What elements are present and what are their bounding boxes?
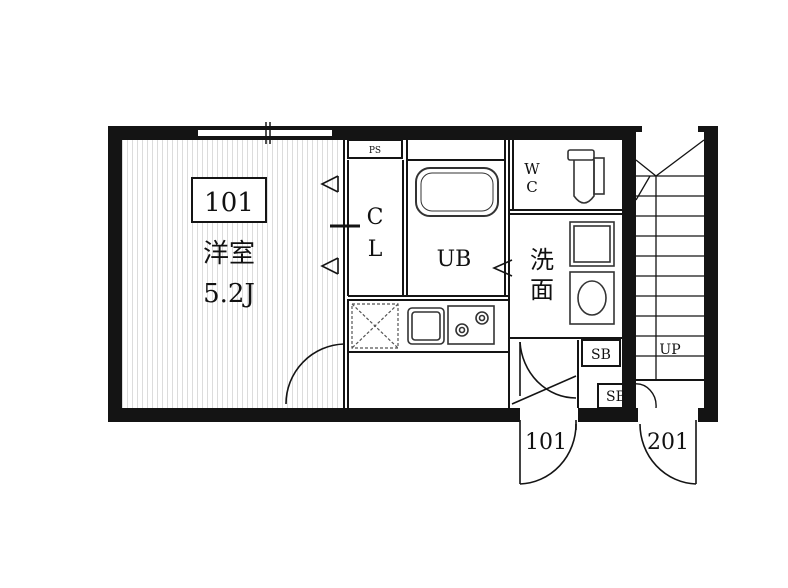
bathtub	[415, 167, 499, 217]
sink-icon	[569, 221, 615, 325]
interior-walls	[343, 139, 704, 409]
closet-door-markers	[320, 175, 339, 275]
room-size: 5.2J	[203, 279, 255, 309]
kitchen-sink-icon	[407, 307, 445, 345]
door-201-label: 201	[647, 430, 689, 455]
wash-door-marker	[492, 259, 513, 277]
stairs	[635, 139, 705, 380]
door-101-swing	[519, 420, 577, 485]
room-door-swing	[285, 343, 345, 405]
sb2-door-swing	[633, 383, 657, 409]
stairs-up-label: UP	[659, 342, 680, 358]
room-number-box	[191, 177, 267, 223]
exterior-walls	[108, 126, 718, 422]
pipe-space-label: PS	[369, 146, 381, 156]
closet-label-c: C	[367, 205, 384, 230]
room-number: 101	[204, 188, 254, 218]
toilet-label-w: W	[524, 160, 540, 178]
door-201-swing	[639, 420, 697, 485]
closet-label-l: L	[368, 237, 383, 262]
wash-label-1: 洗	[530, 246, 554, 274]
room-name: 洋室	[203, 239, 255, 269]
stove-icon	[447, 305, 495, 345]
shoe-box-2-label: SB	[606, 389, 626, 405]
fridge-space	[351, 303, 399, 349]
door-101-label: 101	[525, 430, 567, 455]
shoe-box-1-label: SB	[591, 347, 611, 363]
toilet-label-c: C	[526, 178, 537, 196]
wash-label-2: 面	[530, 276, 554, 304]
bath-label: UB	[437, 247, 472, 272]
entrance-door-swing	[511, 341, 577, 405]
toilet-icon	[567, 149, 605, 204]
